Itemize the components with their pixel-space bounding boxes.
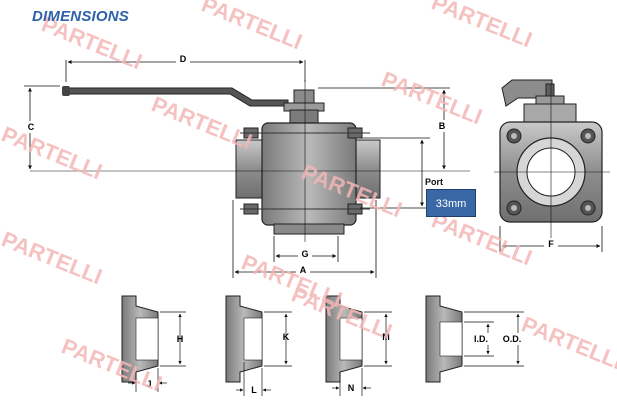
dim-label-j: J	[146, 379, 151, 389]
valve-front-view	[30, 80, 470, 242]
watermark-text: PARTELLI	[378, 66, 486, 129]
watermark-text: PARTELLI	[0, 226, 106, 289]
end-connection-3: M N	[325, 295, 392, 396]
dim-label-f: F	[548, 239, 554, 249]
dimension-a: A	[232, 200, 377, 278]
dimension-c: C	[24, 85, 60, 170]
dimension-port	[360, 137, 430, 209]
dimension-f: F	[499, 226, 603, 252]
dim-label-l: L	[251, 385, 257, 395]
end-cap-right	[351, 139, 381, 199]
dimension-d: D	[65, 53, 306, 82]
valve-end-view	[494, 79, 610, 238]
dimension-b: B	[318, 87, 450, 170]
dim-label-h: H	[177, 334, 184, 344]
dim-label-g: G	[301, 249, 308, 259]
stem-nut	[293, 89, 315, 105]
page-title: DIMENSIONS	[32, 8, 130, 25]
body-base	[273, 223, 345, 235]
end-connection-4: I.D. O.D.	[425, 295, 536, 383]
watermark-text: PARTELLI	[428, 0, 536, 52]
end-connection-1: H J	[121, 295, 186, 392]
dim-label-d: D	[180, 54, 187, 64]
dim-label-c: C	[28, 122, 35, 132]
dim-label-id: I.D.	[474, 334, 488, 344]
watermark-text: PARTELLI	[198, 0, 306, 54]
end-cap-left	[235, 139, 265, 199]
dim-label-k: K	[283, 332, 290, 342]
watermark-text: PARTELLI	[0, 121, 106, 184]
stem-packing	[289, 109, 319, 125]
port-value-box: 33mm	[426, 189, 476, 217]
dim-label-od: O.D.	[503, 334, 522, 344]
port-label: Port	[425, 177, 443, 187]
end-connection-2: K L	[225, 295, 292, 396]
watermark-text: PARTELLI	[148, 91, 256, 154]
dimension-g: G	[273, 236, 339, 262]
dim-label-n: N	[348, 383, 355, 393]
lever-grip-end	[62, 86, 70, 96]
dim-label-b: B	[439, 121, 446, 131]
dim-label-a: A	[300, 265, 307, 275]
dim-label-m: M	[382, 332, 390, 342]
